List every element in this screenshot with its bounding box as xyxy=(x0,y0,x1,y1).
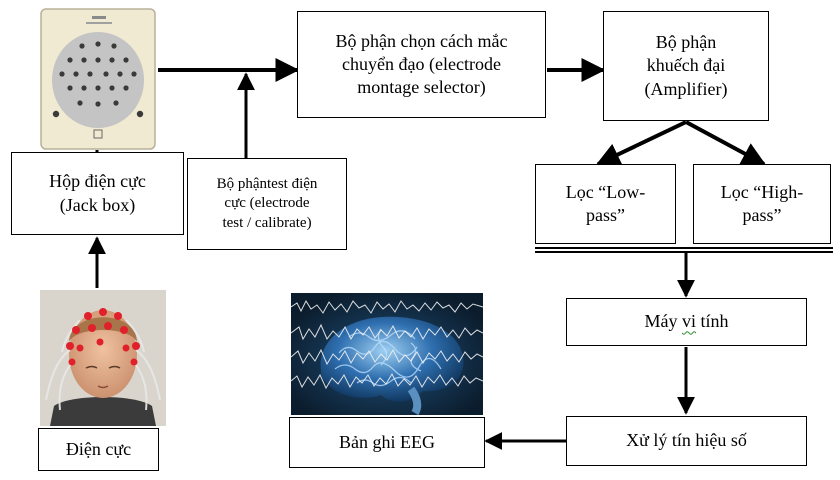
amplifier-line3: (Amplifier) xyxy=(644,78,728,99)
montage-line3: montage selector) xyxy=(357,77,486,98)
lowpass-filter-node: Lọc “Low- pass” xyxy=(535,164,676,244)
highpass-line2: pass” xyxy=(742,205,782,225)
eeg-record-label: Bản ghi EEG xyxy=(339,431,435,452)
eeg-brain-image xyxy=(291,293,483,415)
highpass-filter-node: Lọc “High- pass” xyxy=(693,164,831,244)
computer-label: Máy vi tính xyxy=(644,310,728,333)
electrode-head-photo xyxy=(40,290,166,426)
jack-box-node: Hộp điện cực (Jack box) xyxy=(11,152,184,235)
jack-box-line1: Hộp điện cực xyxy=(49,171,146,192)
amplifier-line1: Bộ phận xyxy=(655,32,717,53)
jack-box-panel-drawing xyxy=(40,8,156,150)
eeg-record-node: Bản ghi EEG xyxy=(289,417,485,468)
electrode-test-line3: test / calibrate) xyxy=(222,214,312,231)
computer-node: Máy vi tính xyxy=(566,298,807,346)
eeg-brain-drawing xyxy=(291,293,483,415)
amplifier-node: Bộ phận khuếch đại (Amplifier) xyxy=(603,11,769,121)
highpass-line1: Lọc “High- xyxy=(720,181,804,202)
amplifier-line2: khuếch đại xyxy=(646,55,726,76)
electrode-head-drawing xyxy=(40,290,166,426)
electrode-test-node: Bộ phậntest điện cực (electrode test / c… xyxy=(187,158,347,250)
electrode-test-line2: cực (electrode xyxy=(224,195,310,212)
computer-label-pre: Máy xyxy=(644,311,682,332)
montage-line1: Bộ phận chọn cách mắc xyxy=(335,30,508,51)
arrow-amplifier-to-lowpass xyxy=(595,120,687,166)
electrode-node: Điện cực xyxy=(38,428,159,471)
computer-label-squiggle: vi xyxy=(681,311,696,332)
dsp-node: Xử lý tín hiệu số xyxy=(566,416,807,466)
lowpass-line1: Lọc “Low- xyxy=(565,181,646,202)
montage-line2: chuyển đạo (electrode xyxy=(342,53,501,74)
electrode-test-line1: Bộ phậntest điện xyxy=(216,176,318,193)
jack-box-line2: (Jack box) xyxy=(59,194,136,215)
arrow-amplifier-to-highpass xyxy=(685,120,767,166)
montage-selector-node: Bộ phận chọn cách mắc chuyển đạo (electr… xyxy=(297,11,546,118)
computer-label-post: tính xyxy=(696,311,729,332)
jack-box-panel-image xyxy=(40,8,156,150)
lowpass-line2: pass” xyxy=(586,205,625,225)
electrode-label: Điện cực xyxy=(65,438,132,459)
dsp-label: Xử lý tín hiệu số xyxy=(626,430,747,451)
